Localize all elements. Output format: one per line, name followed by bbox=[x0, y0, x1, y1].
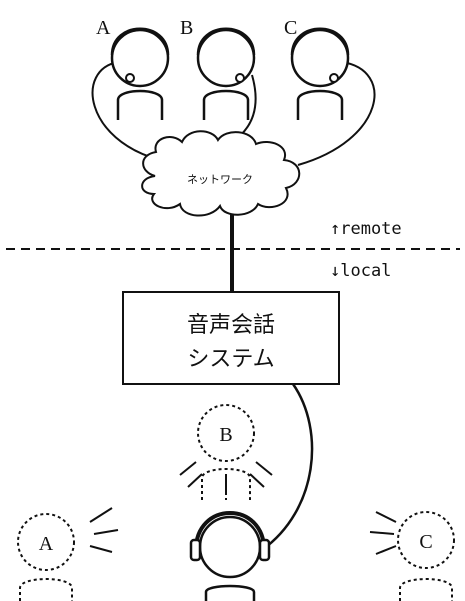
sound-waves-icon bbox=[89, 507, 119, 553]
virtual-speaker-b: B bbox=[179, 404, 273, 500]
network-label: ネットワーク bbox=[187, 173, 253, 186]
local-label: ↓local bbox=[330, 261, 391, 281]
local-user bbox=[189, 511, 271, 601]
remote-user-c-label: C bbox=[284, 17, 297, 39]
system-label-line2: システム bbox=[187, 347, 274, 372]
remote-user-a-label: A bbox=[96, 17, 111, 39]
virtual-speaker-c-label: C bbox=[419, 531, 432, 553]
network-cloud: ネットワーク bbox=[141, 130, 301, 217]
remote-label: ↑remote bbox=[330, 219, 402, 239]
remote-user-a: A bbox=[96, 17, 170, 120]
virtual-speaker-b-label: B bbox=[219, 424, 232, 446]
cable-local-user bbox=[261, 383, 314, 552]
mic-icon bbox=[329, 73, 339, 83]
virtual-speaker-a: A bbox=[17, 507, 119, 601]
cable-remote-c bbox=[297, 61, 376, 166]
sound-waves-icon bbox=[179, 461, 273, 492]
sound-waves-icon bbox=[369, 511, 397, 555]
system-label-line1: 音声会話 bbox=[187, 313, 275, 338]
voice-chat-system-box: 音声会話 システム bbox=[122, 291, 340, 385]
mic-icon bbox=[125, 73, 135, 83]
remote-user-b: B bbox=[180, 17, 256, 120]
virtual-speaker-a-label: A bbox=[39, 533, 54, 555]
remote-user-c: C bbox=[284, 17, 350, 120]
headset-icon bbox=[193, 511, 267, 553]
virtual-speaker-c: C bbox=[369, 511, 455, 601]
remote-user-b-label: B bbox=[180, 17, 193, 39]
cable-remote-a bbox=[91, 61, 161, 161]
mic-icon bbox=[235, 73, 245, 83]
